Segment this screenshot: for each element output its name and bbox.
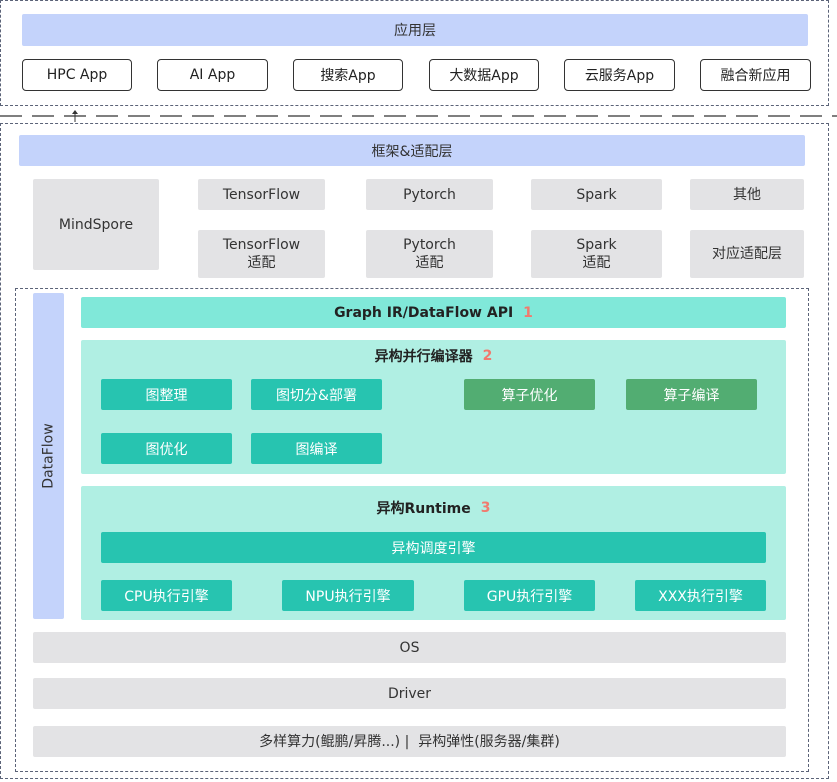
graph-ir-api-title: Graph IR/DataFlow API: [334, 304, 514, 321]
dataflow-side-bar: DataFlow: [33, 293, 64, 619]
compiler-op-compile: 算子编译: [626, 379, 757, 410]
dataflow-label: DataFlow: [40, 423, 57, 489]
engine-gpu: GPU执行引擎: [464, 580, 595, 611]
engine-cpu: CPU执行引擎: [101, 580, 232, 611]
app-bigdata[interactable]: 大数据App: [429, 59, 539, 91]
app-ai[interactable]: AI App: [157, 59, 268, 91]
engine-xxx: XXX执行引擎: [635, 580, 766, 611]
app-fusion[interactable]: 融合新应用: [700, 59, 811, 91]
framework-layer-container: [0, 123, 829, 779]
framework-pytorch: Pytorch: [366, 179, 493, 210]
framework-layer-title: 框架&适配层: [371, 143, 453, 160]
compiler-graph-optimize: 图优化: [101, 433, 232, 464]
marker-3: 3: [480, 500, 491, 516]
app-layer-title: 应用层: [394, 23, 436, 39]
app-search[interactable]: 搜索App: [293, 59, 403, 91]
arrow-up-icon: [72, 110, 78, 114]
marker-2: 2: [482, 348, 493, 364]
framework-layer-header: 框架&适配层: [19, 135, 805, 166]
runtime-title-row: 异构Runtime 3: [81, 498, 786, 518]
adapter-pytorch: Pytorch 适配: [366, 230, 493, 278]
graph-ir-api: Graph IR/DataFlow API 1: [81, 297, 786, 328]
hardware-layer: 多样算力(鲲鹏/昇腾...) | 异构弹性(服务器/集群): [33, 726, 786, 757]
runtime-title: 异构Runtime: [376, 501, 471, 517]
app-hpc[interactable]: HPC App: [22, 59, 132, 91]
runtime-scheduler: 异构调度引擎: [101, 532, 766, 563]
marker-1: 1: [523, 304, 533, 321]
framework-spark: Spark: [531, 179, 662, 210]
dataflow-container: [15, 288, 809, 772]
layer-separator: [0, 110, 837, 122]
app-layer-header: 应用层: [22, 14, 808, 46]
framework-other: 其他: [690, 179, 804, 210]
compiler-graph-organize: 图整理: [101, 379, 232, 410]
compiler-title-row: 异构并行编译器 2: [81, 346, 786, 366]
adapter-other: 对应适配层: [690, 230, 804, 278]
adapter-spark: Spark 适配: [531, 230, 662, 278]
framework-mindspore: MindSpore: [33, 179, 159, 270]
app-cloud[interactable]: 云服务App: [564, 59, 675, 91]
compiler-op-optimize: 算子优化: [464, 379, 595, 410]
driver-layer: Driver: [33, 678, 786, 709]
compiler-graph-partition: 图切分&部署: [251, 379, 382, 410]
app-layer-container: [0, 0, 829, 106]
adapter-tensorflow: TensorFlow 适配: [198, 230, 325, 278]
os-layer: OS: [33, 632, 786, 663]
compiler-title: 异构并行编译器: [374, 349, 473, 365]
compiler-graph-compile: 图编译: [251, 433, 382, 464]
engine-npu: NPU执行引擎: [282, 580, 414, 611]
framework-tensorflow: TensorFlow: [198, 179, 325, 210]
